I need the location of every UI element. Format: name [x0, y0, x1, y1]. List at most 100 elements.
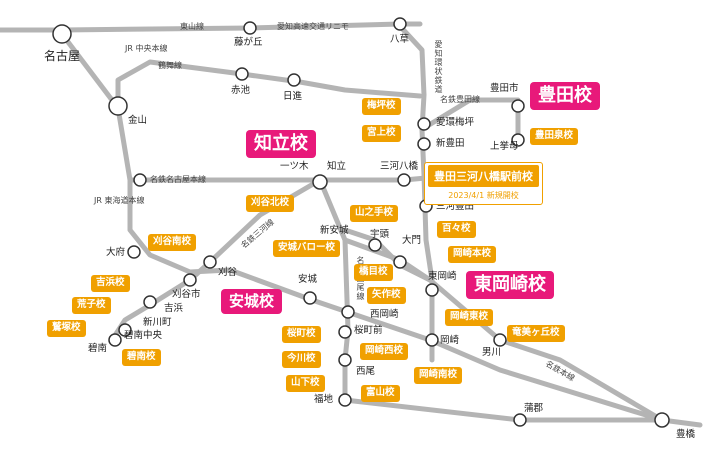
station-marker [133, 173, 147, 187]
school-badge[interactable]: 百々校 [437, 221, 476, 238]
station-label: 三河八橋 [380, 161, 419, 172]
station-label: 新川町 [143, 317, 172, 328]
station-marker [511, 133, 525, 147]
school-badge-toyota[interactable]: 豊田校 [530, 82, 600, 110]
station-label: 岡崎 [440, 335, 460, 346]
station-label: 福地 [314, 394, 334, 405]
station-label: 西岡崎 [370, 309, 399, 320]
line-label: 東山線 [180, 22, 204, 31]
new-school-note: 2023/4/1 新規開校 [448, 191, 519, 200]
station-marker [338, 393, 352, 407]
station-marker [203, 255, 217, 269]
school-badge[interactable]: 岡崎南校 [414, 367, 463, 384]
station-label: 蒲郡 [524, 403, 544, 414]
line-tokaido [127, 177, 703, 428]
station-marker [493, 333, 507, 347]
school-badge[interactable]: 安城バロー校 [273, 240, 341, 257]
station-marker [338, 325, 352, 339]
station-label: 桜町前 [354, 325, 383, 336]
new-school-callout[interactable]: 豊田三河八橋駅前校 2023/4/1 新規開校 [424, 162, 543, 205]
school-badge[interactable]: 岡崎本校 [448, 246, 497, 263]
station-label: 大府 [106, 247, 126, 258]
station-marker [393, 17, 407, 31]
station-label: 赤池 [231, 85, 251, 96]
station-marker [235, 67, 249, 81]
station-label: 刈谷 [218, 267, 238, 278]
school-badge-higashiokazaki[interactable]: 東岡崎校 [466, 271, 554, 299]
station-label: 碧南中央 [124, 330, 163, 341]
station-label: 東岡崎 [428, 271, 457, 282]
school-badge[interactable]: 矢作校 [367, 287, 406, 304]
station-marker [183, 273, 197, 287]
school-badge[interactable]: 梅坪校 [362, 98, 401, 115]
station-label: 豊田市 [490, 83, 519, 94]
station-label: 名古屋 [44, 49, 81, 63]
station-label: 豊橋 [676, 429, 696, 440]
station-label: 男川 [482, 347, 502, 358]
line-meitetsu-toyota [421, 97, 521, 143]
line-label: 名鉄名古屋本線 [150, 175, 206, 184]
station-label: 刈谷市 [172, 289, 201, 300]
school-badge[interactable]: 橋目校 [354, 264, 393, 281]
station-marker [108, 333, 122, 347]
school-badge[interactable]: 刈谷南校 [148, 234, 197, 251]
school-badge[interactable]: 岡崎西校 [360, 343, 409, 360]
school-badge[interactable]: 山之手校 [350, 205, 399, 222]
line-label: JR 中央本線 [125, 44, 168, 53]
line-label: 名鉄豊田線 [440, 95, 480, 104]
station-label: 大門 [402, 235, 422, 246]
station-label: 金山 [128, 115, 148, 126]
station-marker [312, 174, 328, 190]
station-label: 愛環梅坪 [436, 117, 475, 128]
school-badge[interactable]: 刈谷北校 [246, 195, 295, 212]
station-label: 新安城 [320, 225, 349, 236]
school-badge[interactable]: 宮上校 [362, 125, 401, 142]
school-badge[interactable]: 鷲塚校 [47, 320, 86, 337]
station-marker [513, 413, 527, 427]
station-marker [338, 353, 352, 367]
station-marker [417, 117, 431, 131]
school-badge-chiryu[interactable]: 知立校 [246, 130, 316, 158]
station-marker [108, 96, 128, 116]
school-badge[interactable]: 富山校 [361, 385, 400, 402]
station-marker [511, 99, 525, 113]
station-marker [368, 238, 382, 252]
station-label: 八草 [390, 34, 410, 45]
school-badge[interactable]: 吉浜校 [91, 275, 130, 292]
school-badge[interactable]: 碧南校 [122, 349, 161, 366]
line-label: 愛知環状鉄道 [434, 40, 443, 94]
line-label: JR 東海道本線 [94, 196, 145, 205]
line-label: 愛知高速交通リニモ [277, 22, 349, 31]
station-marker [341, 305, 355, 319]
station-marker [393, 255, 407, 269]
station-marker [243, 21, 257, 35]
station-marker [143, 295, 157, 309]
station-label: 知立 [327, 161, 347, 172]
station-label: 三河豊田 [436, 201, 475, 212]
line-label: 鶴舞線 [158, 61, 182, 70]
school-badge[interactable]: 竜美ヶ丘校 [507, 325, 565, 342]
station-label: 宇頭 [370, 229, 390, 240]
station-label: 碧南 [88, 343, 108, 354]
station-marker [127, 245, 141, 259]
school-badge[interactable]: 荒子校 [72, 297, 111, 314]
new-school-name: 豊田三河八橋駅前校 [428, 165, 539, 187]
school-badge[interactable]: 桜町校 [282, 326, 321, 343]
station-marker [52, 24, 72, 44]
station-label: 藤が丘 [234, 37, 263, 48]
station-marker [397, 173, 411, 187]
school-badge-anjo[interactable]: 安城校 [221, 289, 283, 314]
station-label: 西尾 [356, 366, 376, 377]
station-marker [287, 73, 301, 87]
school-badge[interactable]: 山下校 [286, 375, 325, 392]
station-marker [118, 323, 132, 337]
station-label: 一ツ木 [280, 161, 309, 172]
station-marker [417, 137, 431, 151]
station-marker [425, 333, 439, 347]
school-badge[interactable]: 豊田泉校 [530, 128, 579, 145]
station-marker [654, 412, 670, 428]
school-badge[interactable]: 今川校 [282, 351, 321, 368]
school-badge[interactable]: 岡崎東校 [445, 309, 494, 326]
station-label: 吉浜 [164, 303, 184, 314]
